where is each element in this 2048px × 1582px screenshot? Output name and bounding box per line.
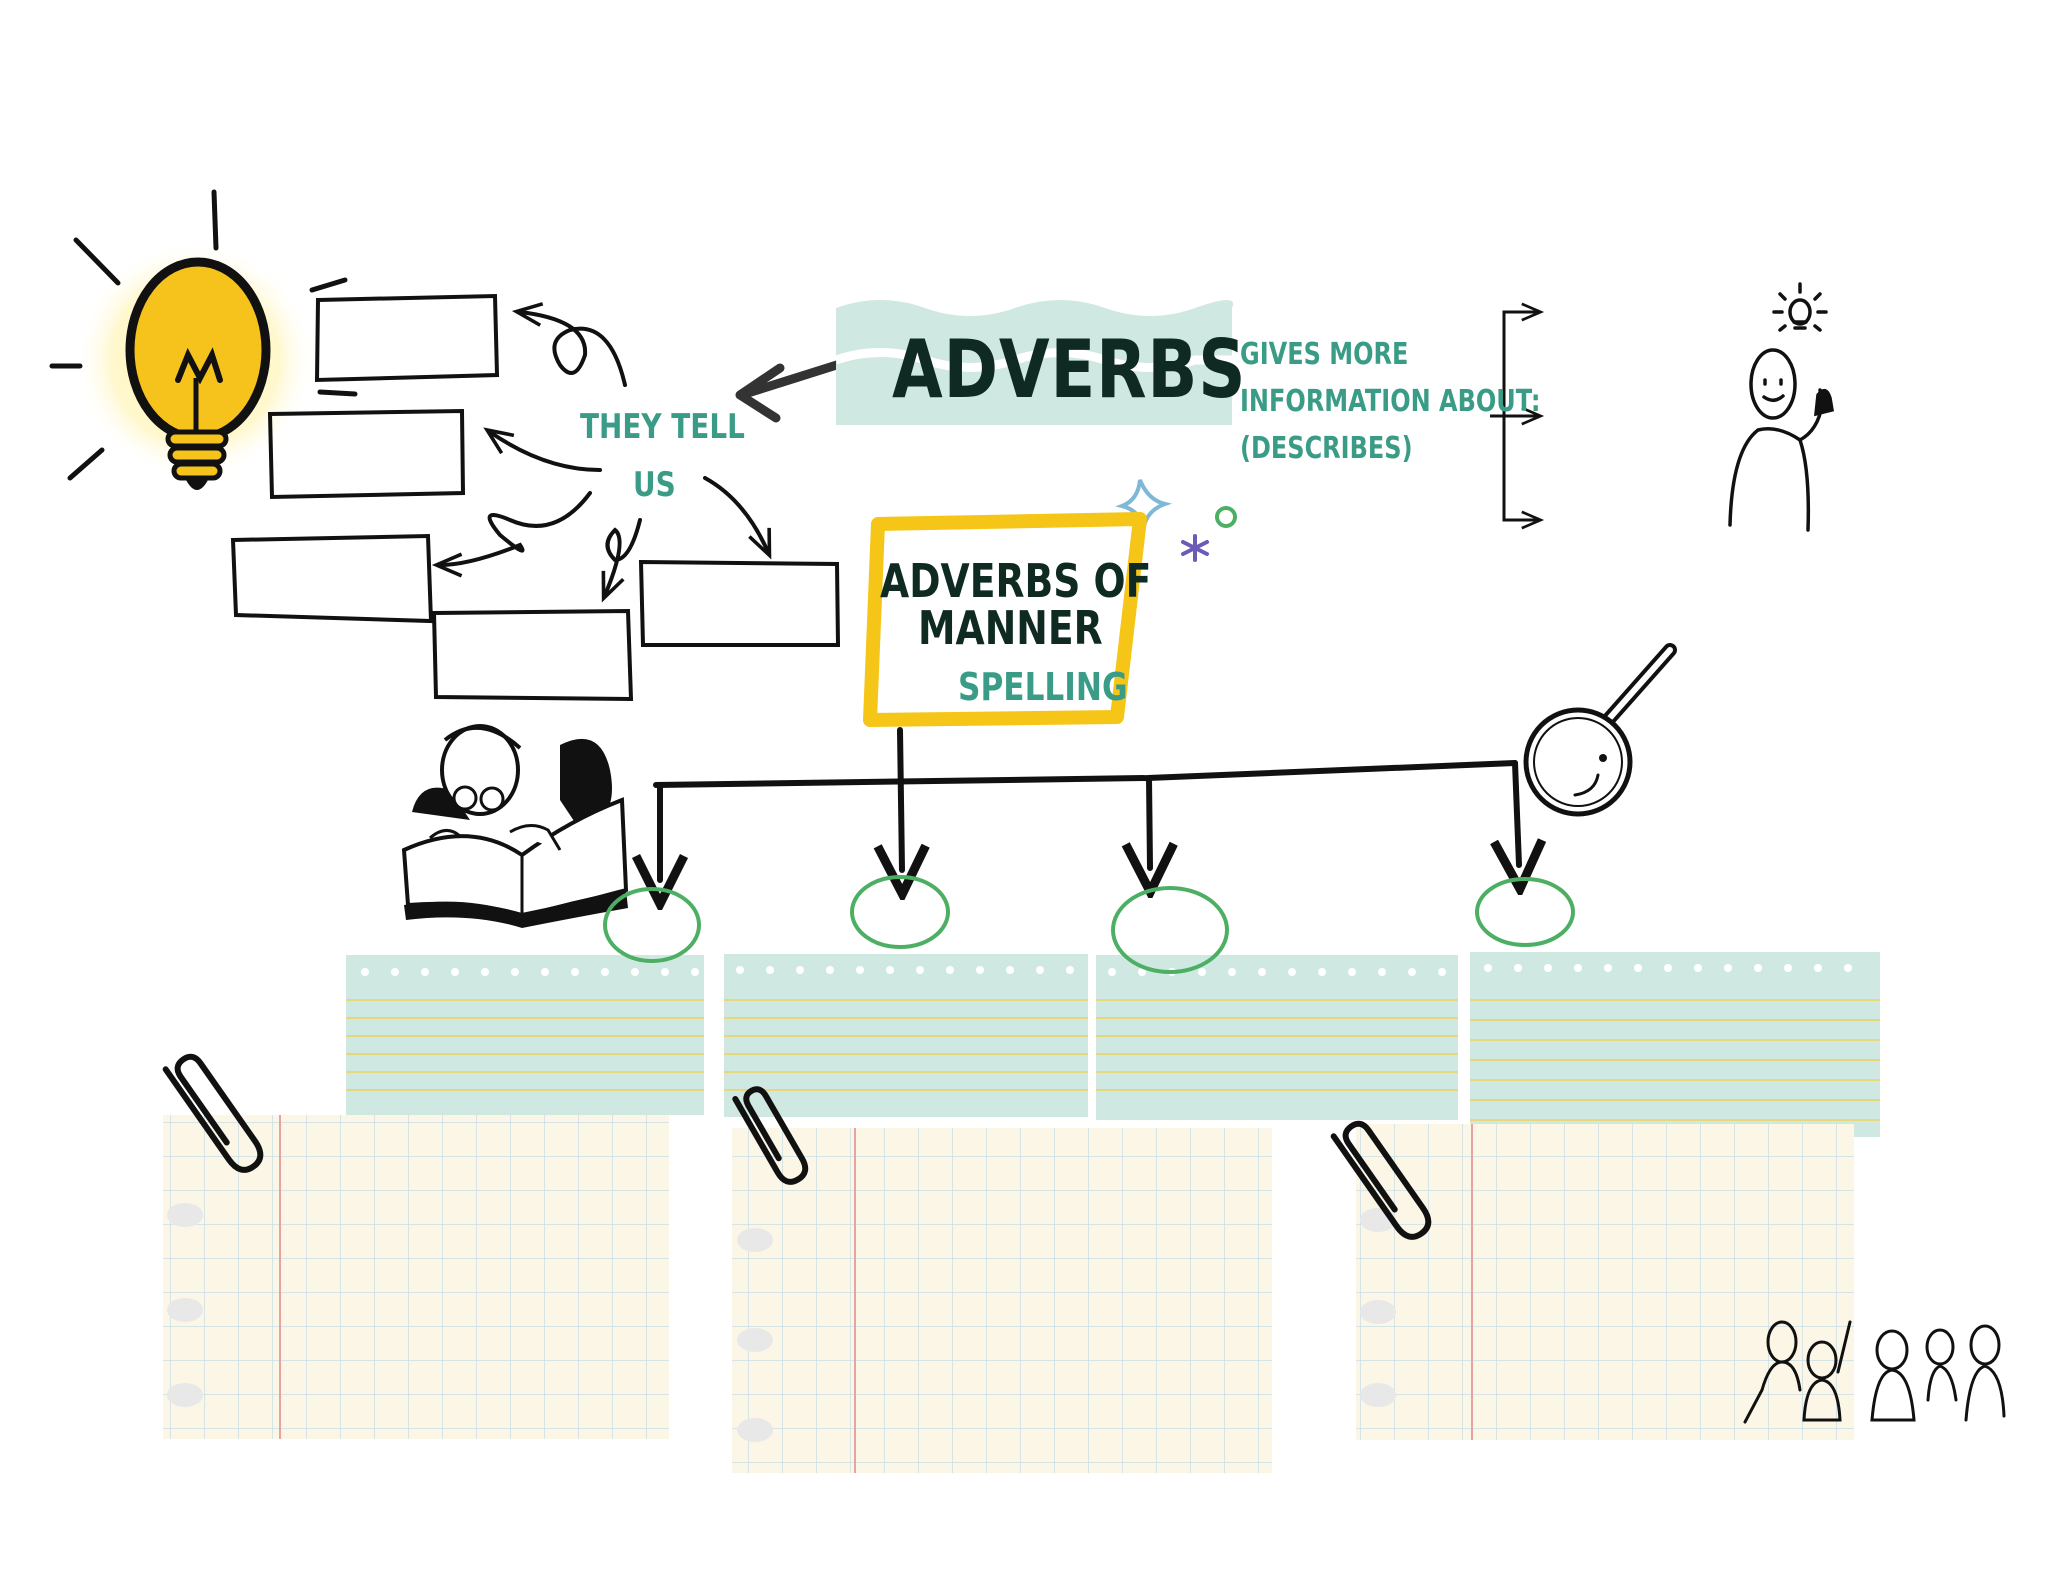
answer-circle	[1111, 886, 1229, 974]
curly-arrows	[431, 302, 772, 603]
title-band	[836, 300, 1234, 425]
answer-box	[267, 408, 466, 500]
paperclip-icon	[162, 1053, 264, 1173]
gives-more-label: GIVES MORE	[1240, 337, 1409, 372]
answer-box	[230, 533, 434, 624]
page-title: ADVERBS	[892, 323, 1247, 416]
answer-circle	[603, 887, 701, 963]
answer-circle	[1475, 877, 1575, 947]
answer-box	[638, 559, 841, 647]
note-strips	[346, 952, 1880, 1137]
branch-connector	[656, 727, 1519, 880]
answer-circle	[850, 875, 950, 949]
idea-person-icon	[1728, 282, 1834, 532]
they-tell-label-line2: US	[633, 465, 676, 505]
note-strip	[1470, 952, 1880, 1137]
describes-label: (DESCRIBES)	[1240, 431, 1413, 466]
answer-circles	[603, 875, 1575, 974]
paperclip-icon	[1330, 1120, 1432, 1240]
paperclip-icon	[732, 1086, 809, 1185]
magnifier-icon	[1523, 643, 1677, 817]
answer-box	[314, 293, 500, 383]
title-arrow	[743, 358, 848, 398]
reading-man-icon	[401, 724, 629, 928]
spelling-label: SPELLING	[958, 665, 1128, 709]
manner-heading-line2: MANNER	[918, 601, 1103, 655]
paperclips	[162, 1053, 1432, 1240]
answer-box	[431, 608, 634, 702]
description-bracket	[1490, 302, 1545, 530]
they-tell-label: THEY TELL	[580, 407, 745, 447]
information-about-label: INFORMATION ABOUT:	[1240, 384, 1541, 419]
grid-sheets	[163, 1115, 1854, 1473]
answer-boxes	[230, 293, 841, 702]
manner-frame	[863, 512, 1147, 727]
people-group-icon	[1743, 1320, 2006, 1424]
note-strip	[1096, 955, 1458, 1120]
lightbulb-icon	[49, 189, 358, 490]
manner-heading: ADVERBS OF	[880, 554, 1152, 608]
